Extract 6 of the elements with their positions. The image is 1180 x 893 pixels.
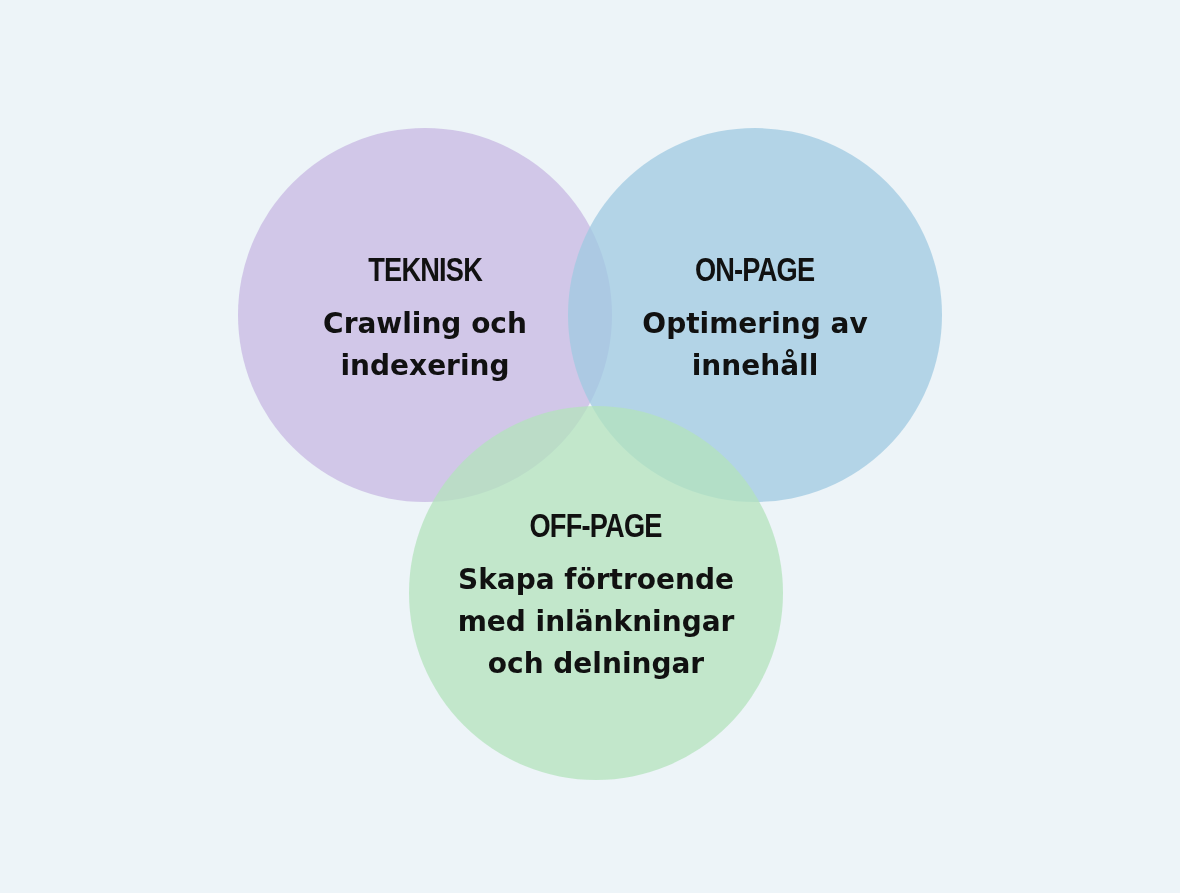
circle-description: Skapa förtroende med inlänkningar och delningar xyxy=(456,562,736,682)
circle-heading: ON-PAGE xyxy=(695,250,815,289)
circle-description: Crawling och indexering xyxy=(322,306,528,384)
circle-heading: TEKNISK xyxy=(368,250,482,289)
circle-heading: OFF-PAGE xyxy=(529,506,663,545)
circle-description: Optimering av innehåll xyxy=(641,306,869,384)
